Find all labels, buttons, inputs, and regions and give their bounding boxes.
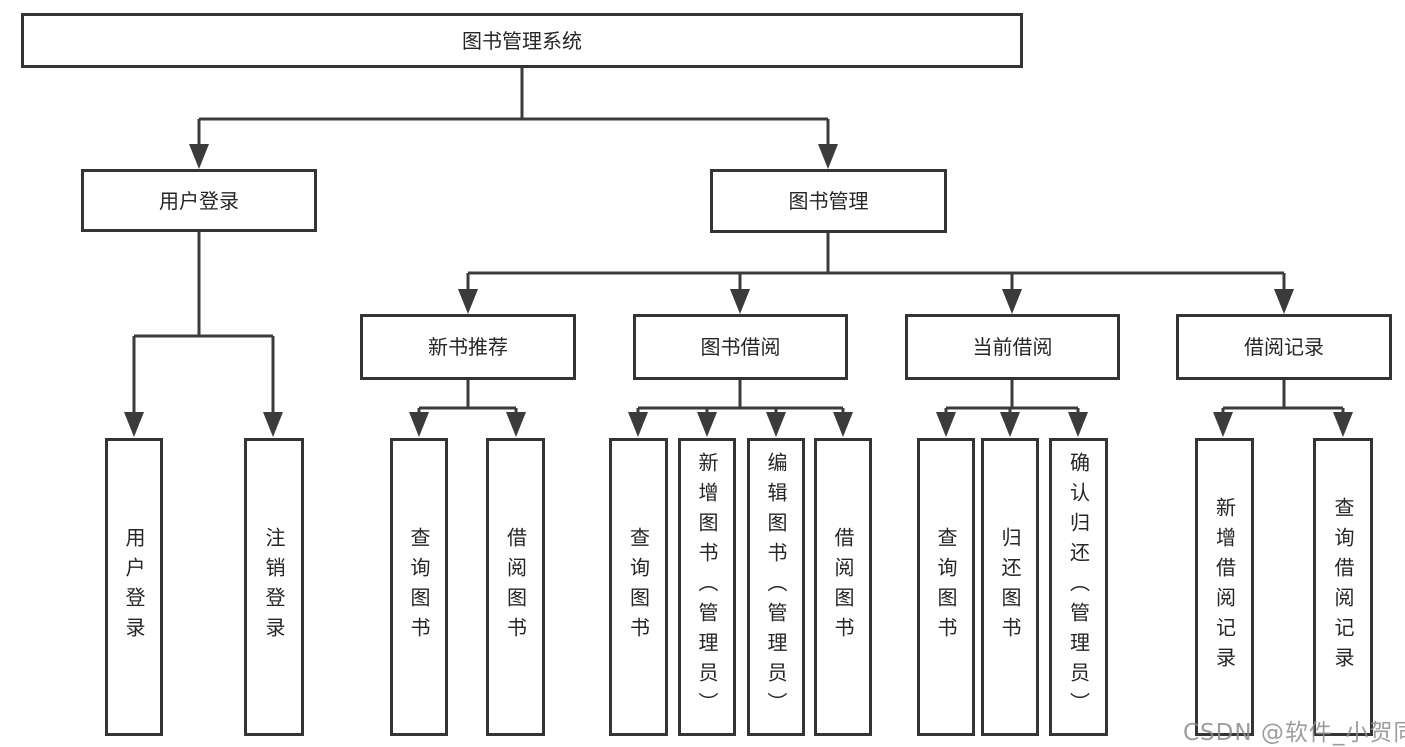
node-leaf-query-books-1-label: 查询图书: [407, 527, 431, 647]
node-library-system: 图书管理系统: [21, 13, 1023, 68]
node-current-borrowing: 当前借阅: [905, 314, 1120, 380]
node-leaf-query-books-3-label: 查询图书: [934, 527, 958, 647]
node-leaf-confirm-return-admin: 确认归还（管理员）: [1049, 438, 1108, 736]
csdn-watermark: CSDN @软件_小贺同学: [1183, 720, 1405, 746]
node-leaf-query-borrow-record: 查询借阅记录: [1313, 438, 1373, 736]
node-leaf-borrow-books-2: 借阅图书: [814, 438, 872, 736]
node-leaf-return-book: 归还图书: [981, 438, 1039, 736]
node-leaf-edit-book-admin: 编辑图书（管理员）: [747, 438, 805, 736]
node-book-borrowing: 图书借阅: [633, 314, 848, 380]
node-leaf-user-login: 用户登录: [105, 438, 163, 736]
node-leaf-borrow-books-1: 借阅图书: [486, 438, 545, 736]
node-leaf-query-books-2: 查询图书: [609, 438, 668, 736]
node-leaf-logout: 注销登录: [244, 438, 304, 736]
node-leaf-add-borrow-record-label: 新增借阅记录: [1212, 497, 1237, 677]
node-leaf-logout-label: 注销登录: [262, 527, 286, 647]
node-leaf-add-book-admin: 新增图书（管理员）: [678, 438, 736, 736]
node-leaf-return-book-label: 归还图书: [998, 527, 1022, 647]
connector-paths: [132, 68, 1345, 418]
node-leaf-query-books-1: 查询图书: [390, 438, 448, 736]
node-leaf-edit-book-admin-label: 编辑图书（管理员）: [764, 452, 788, 722]
node-new-book-recommend: 新书推荐: [360, 314, 576, 380]
node-leaf-user-login-label: 用户登录: [122, 527, 146, 647]
node-leaf-query-borrow-record-label: 查询借阅记录: [1331, 497, 1355, 677]
node-user-login: 用户登录: [81, 169, 317, 232]
node-book-management: 图书管理: [710, 169, 947, 233]
arrowhead-icons: [124, 144, 1353, 437]
node-leaf-borrow-books-2-label: 借阅图书: [831, 527, 855, 647]
node-leaf-confirm-return-admin-label: 确认归还（管理员）: [1066, 452, 1091, 722]
node-borrowing-records: 借阅记录: [1176, 314, 1392, 380]
node-leaf-query-books-3: 查询图书: [917, 438, 975, 736]
node-leaf-add-book-admin-label: 新增图书（管理员）: [695, 452, 719, 722]
node-leaf-query-books-2-label: 查询图书: [626, 527, 651, 647]
node-leaf-add-borrow-record: 新增借阅记录: [1195, 438, 1254, 736]
node-leaf-borrow-books-1-label: 借阅图书: [503, 527, 528, 647]
